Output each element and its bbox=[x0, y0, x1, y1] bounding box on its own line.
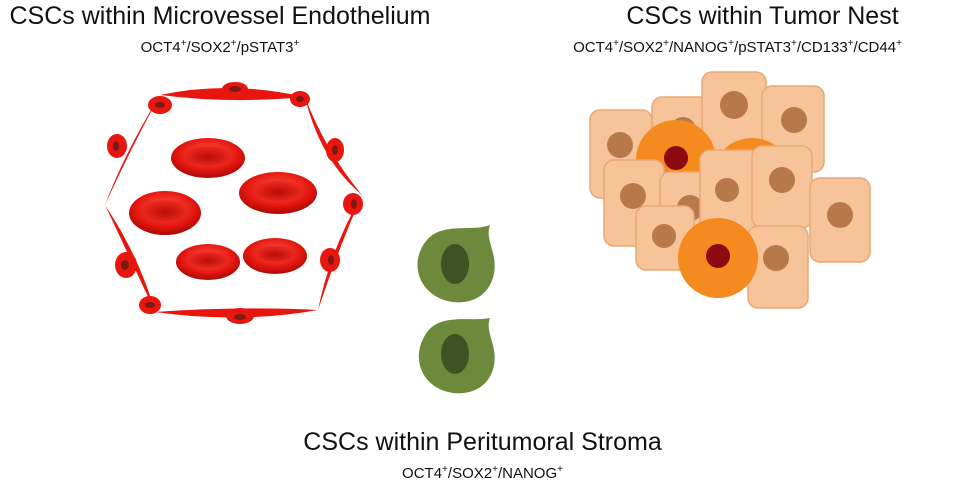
marker-name: OCT4 bbox=[140, 39, 181, 56]
tumor-cell bbox=[699, 149, 761, 235]
stroma-cell bbox=[417, 225, 495, 303]
tumor-cell bbox=[701, 71, 767, 159]
marker-separator: / bbox=[447, 465, 453, 482]
marker-sign: + bbox=[663, 38, 669, 49]
marker-name: NANOG bbox=[673, 39, 729, 56]
red-blood-cells bbox=[129, 138, 317, 280]
marker-name: NANOG bbox=[502, 465, 558, 482]
marker-name: SOX2 bbox=[452, 465, 493, 482]
marker-name: SOX2 bbox=[623, 39, 664, 56]
marker-separator: / bbox=[853, 39, 858, 56]
marker-separator: / bbox=[734, 39, 739, 56]
marker-separator: / bbox=[236, 39, 241, 56]
microvessel-diagram bbox=[105, 82, 363, 324]
tumor-cell bbox=[809, 177, 871, 263]
marker-separator: / bbox=[186, 39, 191, 56]
stroma-cell bbox=[418, 318, 495, 394]
stroma-title: CSCs within Peritumoral Stroma bbox=[303, 428, 662, 456]
marker-sign: + bbox=[613, 38, 619, 49]
stroma-markers: OCT4+/SOX2+/NANOG+ bbox=[240, 464, 725, 482]
marker-separator: / bbox=[497, 465, 503, 482]
cancer-stem-cell bbox=[678, 218, 758, 298]
marker-separator: / bbox=[668, 39, 674, 56]
marker-name: CD44 bbox=[857, 39, 897, 56]
marker-name: CD133 bbox=[801, 39, 848, 56]
marker-sign: + bbox=[180, 38, 187, 49]
marker-name: OCT4 bbox=[402, 465, 443, 482]
marker-sign: + bbox=[442, 464, 448, 475]
marker-sign: + bbox=[728, 38, 735, 49]
marker-sign: + bbox=[847, 38, 854, 49]
tumor-cell bbox=[751, 145, 813, 229]
microvessel-title: CSCs within Microvessel Endothelium bbox=[9, 2, 431, 30]
marker-sign: + bbox=[896, 38, 902, 49]
marker-sign: + bbox=[492, 464, 498, 475]
marker-sign: + bbox=[230, 38, 237, 49]
marker-separator: / bbox=[796, 39, 801, 56]
marker-name: OCT4 bbox=[573, 39, 614, 56]
stroma-diagram bbox=[417, 225, 495, 394]
tumor-nest-title: CSCs within Tumor Nest bbox=[626, 2, 899, 30]
marker-name: pSTAT3 bbox=[738, 39, 791, 56]
marker-separator: / bbox=[618, 39, 624, 56]
marker-name: SOX2 bbox=[190, 39, 231, 56]
tumor-nest-markers: OCT4+/SOX2+/NANOG+/pSTAT3+/CD133+/CD44+ bbox=[510, 38, 965, 56]
marker-sign: + bbox=[293, 38, 300, 49]
tumor-cell bbox=[747, 225, 809, 309]
microvessel-markers: OCT4+/SOX2+/pSTAT3+ bbox=[0, 38, 440, 56]
marker-name: pSTAT3 bbox=[240, 39, 294, 56]
marker-sign: + bbox=[790, 38, 797, 49]
marker-sign: + bbox=[557, 464, 563, 475]
endothelial-cells bbox=[107, 82, 363, 324]
tumor-nest-diagram bbox=[589, 71, 871, 309]
